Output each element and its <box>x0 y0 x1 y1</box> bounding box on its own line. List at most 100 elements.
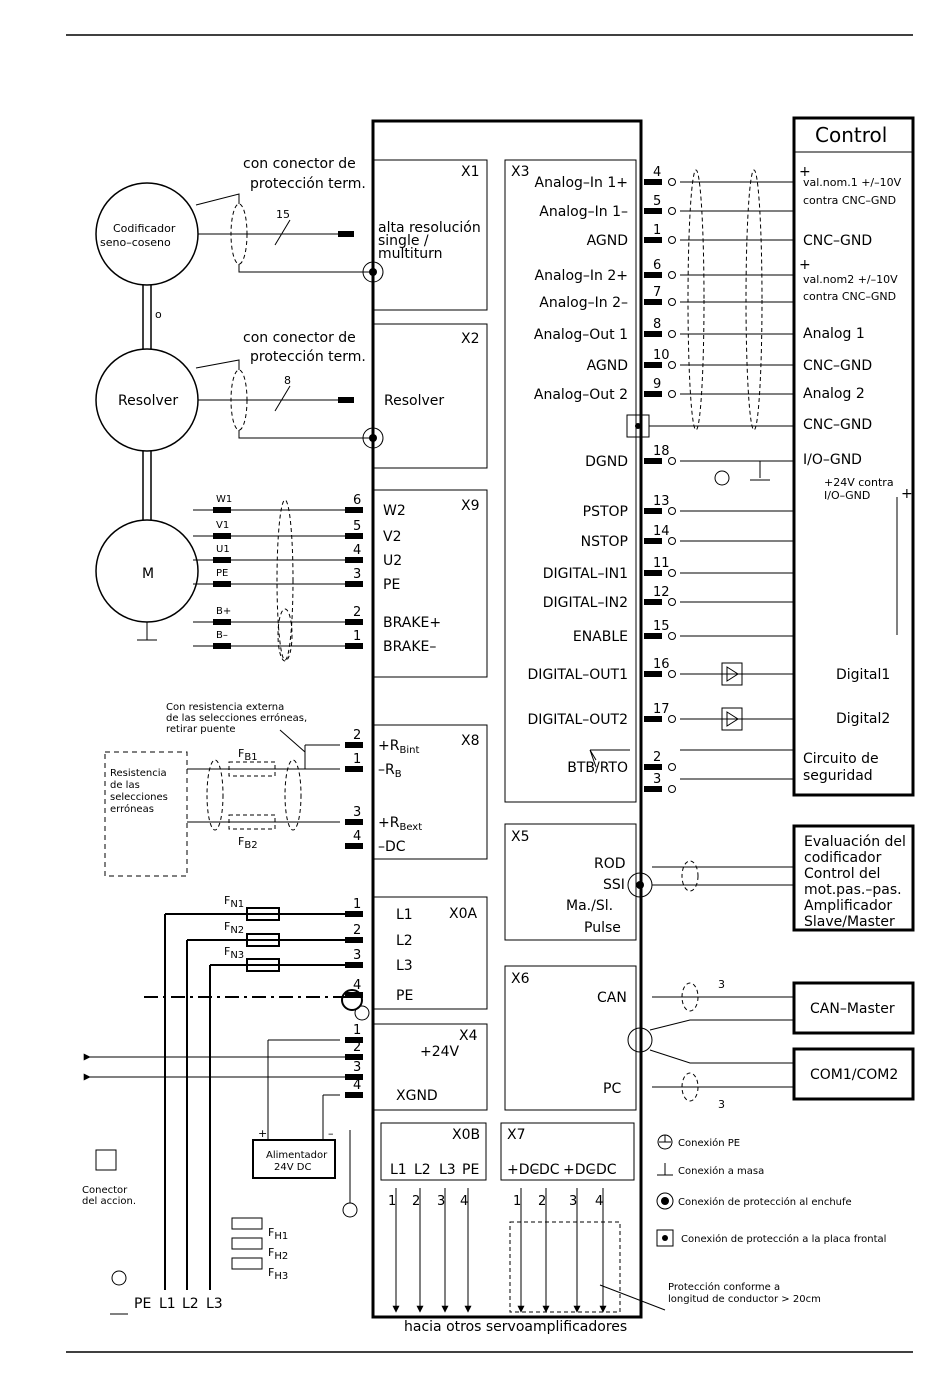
x3-pin-plug <box>644 671 662 677</box>
x9-pin-label: BRAKE– <box>383 639 436 655</box>
x8-wiring <box>187 744 340 823</box>
x9-pin-number: 1 <box>353 629 361 644</box>
x1-prot-note-1: con conector de <box>243 156 356 172</box>
x9-wire-label: U1 <box>216 544 230 555</box>
x9-pin-label: PE <box>383 577 400 593</box>
x0a-pin-label: L2 <box>396 933 413 949</box>
x8-pin-sub: Bint <box>399 745 419 756</box>
x8-plug <box>345 843 363 849</box>
x9-wire-label: B– <box>216 630 228 641</box>
x3-pin-label: DIGITAL–OUT2 <box>528 712 628 728</box>
x0b-terminal-label: L3 <box>439 1162 456 1178</box>
control-line: Circuito de <box>803 751 879 767</box>
x3-pin-number: 9 <box>653 377 661 392</box>
x7-label: X7 <box>507 1127 526 1143</box>
fuse-fh1 <box>231 1217 263 1230</box>
x3-pin-label: Analog–In 2+ <box>535 268 628 284</box>
front-plate-dot <box>635 423 641 429</box>
resistor-label-4: erróneas <box>110 803 154 815</box>
x9-wire-label: PE <box>216 568 228 579</box>
x3-pin-terminal <box>668 330 676 338</box>
x3-pin-plug <box>644 786 662 792</box>
connector-x2-box <box>372 323 488 469</box>
x1-label: X1 <box>461 164 480 180</box>
x3-pin-label: AGND <box>587 358 628 374</box>
x2-shield-plug-icon <box>362 427 384 449</box>
x9-plug <box>345 619 363 625</box>
fuse-fh2 <box>231 1237 263 1250</box>
supply-leads <box>267 1039 340 1140</box>
x8-plug <box>345 819 363 825</box>
x3-pin-plug <box>644 764 662 770</box>
x4-pin-number: 3 <box>353 1060 361 1075</box>
x4-plug <box>345 1092 363 1098</box>
x3-pin-plug <box>644 299 662 305</box>
mains-terminal-label: L3 <box>206 1296 223 1312</box>
x3-pin-terminal <box>668 390 676 398</box>
x3-pin-label: Analog–In 1– <box>539 204 628 220</box>
control-line: Digital1 <box>836 667 890 683</box>
mains-fuse-sub: N1 <box>230 899 244 910</box>
legend-plug-icon <box>656 1192 674 1210</box>
x9-motor-plug <box>213 557 231 563</box>
x9-motor-plug <box>213 533 231 539</box>
x0a-pin-label: L3 <box>396 958 413 974</box>
analog-shield-right <box>745 169 763 431</box>
x8-pin-number: 3 <box>353 805 361 820</box>
encoder-shield-drain <box>195 193 373 273</box>
x8-pin-label: –DC <box>378 839 406 855</box>
x0a-plug <box>345 937 363 943</box>
x3-pin-label: NSTOP <box>581 534 628 550</box>
x9-plug <box>345 557 363 563</box>
control-title: Control <box>815 123 887 147</box>
control-line: CNC–GND <box>803 417 872 433</box>
x3-pin-terminal <box>668 785 676 793</box>
control-line: CNC–GND <box>803 358 872 374</box>
x3-pin-terminal <box>668 271 676 279</box>
control-line: Analog 1 <box>803 326 865 342</box>
mains-terminal-label: L1 <box>159 1296 176 1312</box>
x9-plug <box>345 581 363 587</box>
x3-pin-number: 6 <box>653 258 661 273</box>
x8-pin-label: +RBint <box>378 738 419 756</box>
encoder-shield <box>230 203 248 265</box>
x0b-terminal-label: PE <box>462 1162 479 1178</box>
control-line: I/O–GND <box>824 489 870 502</box>
x9-wires <box>193 507 363 849</box>
contactor-label-1: Conector <box>82 1185 128 1196</box>
connector-x4-box <box>372 1023 488 1111</box>
connector-x8-box <box>372 724 488 860</box>
contactor-coil <box>95 1149 117 1171</box>
x3-pin-label: BTB/RTO <box>567 760 628 776</box>
legend-plate-text: Conexión de protección a la placa fronta… <box>681 1233 886 1245</box>
control-line: val.nom.1 +/–10V <box>803 176 902 189</box>
x3-pin-terminal <box>668 236 676 244</box>
x5-pulse: Pulse <box>584 920 621 936</box>
x3-pin-terminal <box>668 361 676 369</box>
resolver-label: Resolver <box>118 393 178 409</box>
x2-prot-note-1: con conector de <box>243 330 356 346</box>
x9-pin-label: W2 <box>383 503 406 519</box>
x3-pin-terminal <box>668 763 676 771</box>
x6-shield-lines <box>649 1019 794 1064</box>
control-line: CNC–GND <box>803 233 872 249</box>
x1-desc-1: alta resolución <box>378 220 481 236</box>
x7-pin-number: 2 <box>538 1194 546 1209</box>
supply-title-1: Alimentador <box>266 1150 328 1161</box>
x3-pin-terminal <box>668 632 676 640</box>
x3-pin-terminal <box>668 598 676 606</box>
can-cable-shield <box>681 982 699 1012</box>
mains-fuse-label: FN1 <box>224 894 244 910</box>
resistor-label-3: selecciones <box>110 792 168 803</box>
x6-label: X6 <box>511 971 530 987</box>
x3-pin-number: 3 <box>653 772 661 787</box>
x8-pin-label: +RBext <box>378 815 422 833</box>
x3-pin-terminal <box>668 207 676 215</box>
x3-pin-label: DIGITAL–IN2 <box>543 595 628 611</box>
connector-x3-box <box>504 159 637 803</box>
x1-prot-note-2: protección term. <box>250 176 366 192</box>
